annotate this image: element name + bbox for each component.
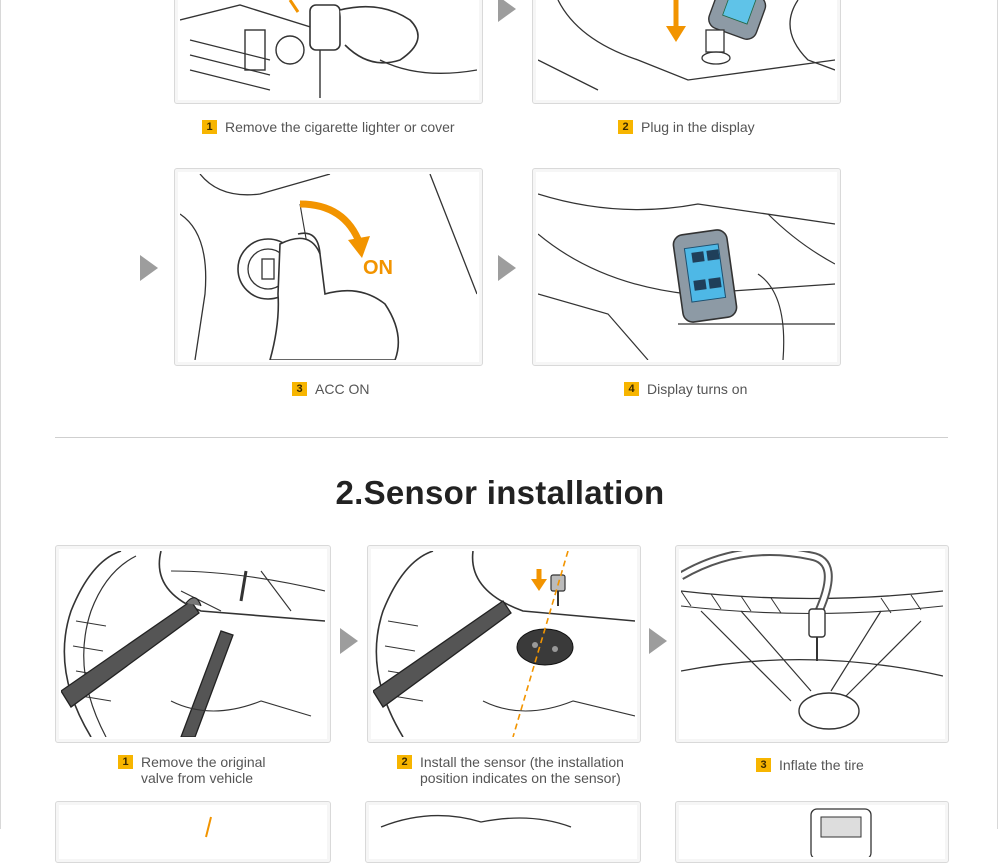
- step-caption-text: Inflate the tire: [779, 757, 864, 773]
- caption-line: Install the sensor (the installation: [420, 754, 624, 770]
- step-arrow: [340, 628, 358, 654]
- step-number-badge: 3: [292, 382, 307, 396]
- step-number-badge: 4: [624, 382, 639, 396]
- step-caption-text: Display turns on: [647, 381, 748, 397]
- step2-6-illustration: [675, 801, 949, 863]
- page-frame: [0, 0, 998, 829]
- step1-3-illustration: ON: [174, 168, 483, 366]
- step-number-badge: 2: [618, 120, 633, 134]
- step2-4-illustration: [55, 801, 331, 863]
- step1-2-caption: 2 Plug in the display: [618, 119, 755, 135]
- step2-2-illustration: [367, 545, 641, 743]
- step1-4-caption: 4 Display turns on: [624, 381, 747, 397]
- step-arrow: [649, 628, 667, 654]
- section-divider: [55, 437, 948, 438]
- step-caption-text: Install the sensor (the installation pos…: [420, 754, 624, 786]
- step-number-badge: 2: [397, 755, 412, 769]
- step-arrow: [498, 0, 516, 22]
- caption-line: position indicates on the sensor): [420, 770, 621, 786]
- step1-3-caption: 3 ACC ON: [292, 381, 369, 397]
- on-label: ON: [363, 257, 393, 279]
- step-caption-text: Remove the cigarette lighter or cover: [225, 119, 455, 135]
- step2-1-caption: 1 Remove the original valve from vehicle: [118, 754, 266, 786]
- step1-2-illustration: [532, 0, 841, 104]
- step1-1-caption: 1 Remove the cigarette lighter or cover: [202, 119, 455, 135]
- step-caption-text: Remove the original valve from vehicle: [141, 754, 266, 786]
- caption-line: Remove the original: [141, 754, 266, 770]
- step1-4-illustration: [532, 168, 841, 366]
- step2-3-caption: 3 Inflate the tire: [756, 757, 864, 773]
- step-caption-text: Plug in the display: [641, 119, 755, 135]
- step-arrow: [140, 255, 158, 281]
- caption-line: valve from vehicle: [141, 770, 254, 786]
- step-number-badge: 3: [756, 758, 771, 772]
- step-arrow: [498, 255, 516, 281]
- step2-3-illustration: [675, 545, 949, 743]
- section-title: 2.Sensor installation: [335, 474, 665, 511]
- step2-5-illustration: [365, 801, 641, 863]
- step-caption-text: ACC ON: [315, 381, 370, 397]
- step2-2-caption: 2 Install the sensor (the installation p…: [397, 754, 624, 786]
- step1-1-illustration: [174, 0, 483, 104]
- step2-1-illustration: [55, 545, 331, 743]
- step-number-badge: 1: [118, 755, 133, 769]
- step-number-badge: 1: [202, 120, 217, 134]
